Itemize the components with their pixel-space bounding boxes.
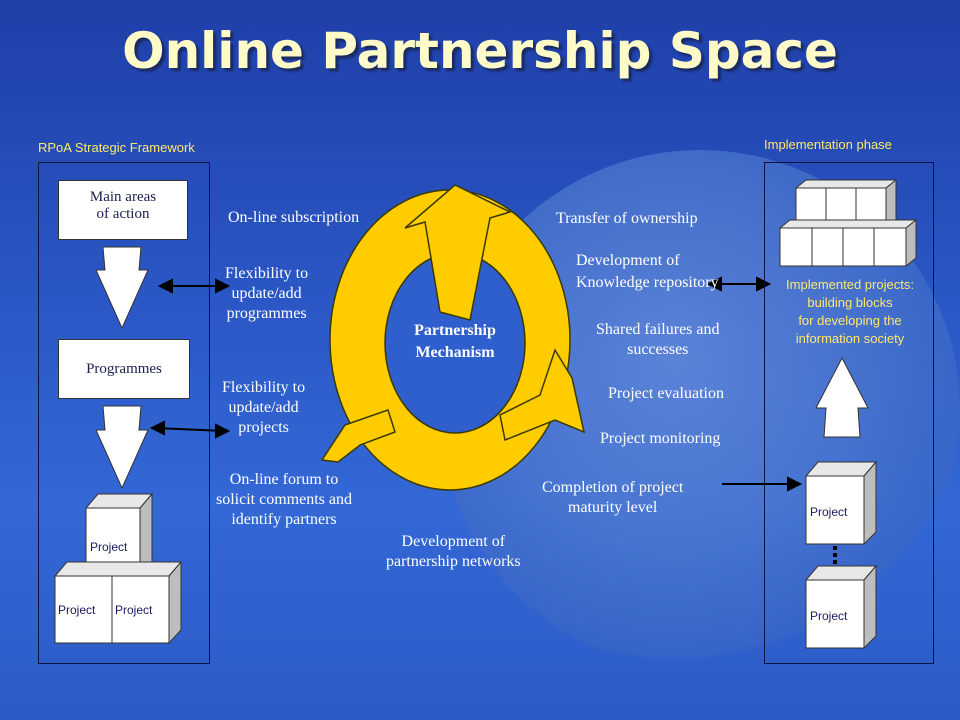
building-blocks bbox=[778, 178, 918, 268]
item-online-forum-line-1: On-line forum to bbox=[229, 471, 339, 488]
page-title: Online Partnership Space bbox=[122, 22, 838, 80]
up-arrow bbox=[815, 356, 869, 438]
item-project-monitoring: Project monitoring bbox=[600, 430, 721, 447]
arrow-completion bbox=[722, 476, 803, 492]
right-panel-heading: Implementation phase bbox=[764, 137, 892, 152]
item-flex-programmes-line-2: update/add bbox=[231, 285, 302, 302]
item-flex-projects-line-1: Flexibility to bbox=[222, 379, 306, 396]
item-online-forum: On-line forum to solicit comments and id… bbox=[216, 470, 352, 530]
item-flex-projects-line-2: update/add bbox=[228, 399, 299, 416]
double-arrow-repository bbox=[706, 276, 772, 292]
item-online-subscription: On-line subscription bbox=[228, 209, 360, 226]
project-label-left-top: Project bbox=[90, 540, 128, 554]
item-knowledge-repository: Development of Knowledge repository bbox=[576, 250, 719, 294]
item-knowledge-repository-line-1: Development of bbox=[576, 252, 680, 269]
project-label-left-bottom-b: Project bbox=[115, 603, 153, 617]
down-arrow-1 bbox=[95, 246, 149, 330]
implemented-line-3: for developing the bbox=[798, 313, 902, 328]
implemented-line-1: Implemented projects: bbox=[786, 277, 914, 292]
project-label-left-bottom-a: Project bbox=[58, 603, 96, 617]
implemented-label: Implemented projects: building blocks fo… bbox=[770, 276, 930, 348]
item-flex-projects-line-3: projects bbox=[238, 419, 289, 436]
item-flex-programmes-line-3: programmes bbox=[226, 305, 307, 322]
item-partnership-networks-line-2: partnership networks bbox=[386, 553, 521, 570]
item-shared-failures: Shared failures and successes bbox=[596, 320, 720, 360]
cycle-center-line-2: Mechanism bbox=[415, 344, 495, 361]
cycle-center-line-1: Partnership bbox=[414, 322, 496, 339]
project-label-right-top: Project bbox=[810, 505, 848, 519]
item-knowledge-repository-line-2: Knowledge repository bbox=[576, 274, 719, 291]
project-block-right-top bbox=[804, 460, 878, 546]
project-block-right-bottom bbox=[804, 564, 878, 650]
item-shared-failures-line-1: Shared failures and bbox=[596, 321, 720, 338]
item-partnership-networks-line-1: Development of bbox=[401, 533, 506, 550]
cycle-arrow-right bbox=[499, 348, 586, 442]
item-flex-programmes-line-1: Flexibility to bbox=[225, 265, 309, 282]
item-project-evaluation: Project evaluation bbox=[608, 385, 724, 402]
main-areas-line-2: of action bbox=[96, 206, 150, 222]
item-online-forum-line-3: identify partners bbox=[231, 511, 337, 528]
item-flex-programmes: Flexibility to update/add programmes bbox=[225, 264, 308, 324]
item-shared-failures-line-2: successes bbox=[627, 341, 689, 358]
cycle-center-label: Partnership Mechanism bbox=[395, 320, 515, 364]
item-transfer-ownership: Transfer of ownership bbox=[556, 210, 698, 227]
double-arrow-programmes bbox=[157, 278, 231, 294]
cycle-arrow-left bbox=[320, 409, 396, 463]
right-panel bbox=[764, 162, 934, 664]
cycle-arrow-top bbox=[404, 184, 513, 321]
partnership-cycle bbox=[320, 184, 586, 491]
main-areas-box: Main areas of action bbox=[58, 180, 188, 240]
implemented-line-4: information society bbox=[795, 331, 905, 346]
left-panel bbox=[38, 162, 210, 664]
project-label-right-bottom: Project bbox=[810, 609, 848, 623]
left-panel-heading: RPoA Strategic Framework bbox=[38, 140, 195, 155]
item-completion-maturity: Completion of project maturity level bbox=[542, 478, 683, 518]
item-online-forum-line-2: solicit comments and bbox=[216, 491, 352, 508]
implemented-line-2: building blocks bbox=[807, 295, 893, 310]
item-completion-maturity-line-2: maturity level bbox=[568, 499, 658, 516]
main-areas-line-1: Main areas bbox=[89, 189, 157, 205]
project-block-left-bottom bbox=[53, 560, 183, 645]
item-flex-projects: Flexibility to update/add projects bbox=[222, 378, 305, 438]
programmes-box: Programmes bbox=[58, 339, 190, 399]
down-arrow-2 bbox=[95, 405, 149, 490]
double-arrow-projects bbox=[149, 420, 231, 439]
item-completion-maturity-line-1: Completion of project bbox=[542, 479, 684, 496]
item-partnership-networks: Development of partnership networks bbox=[386, 532, 521, 572]
